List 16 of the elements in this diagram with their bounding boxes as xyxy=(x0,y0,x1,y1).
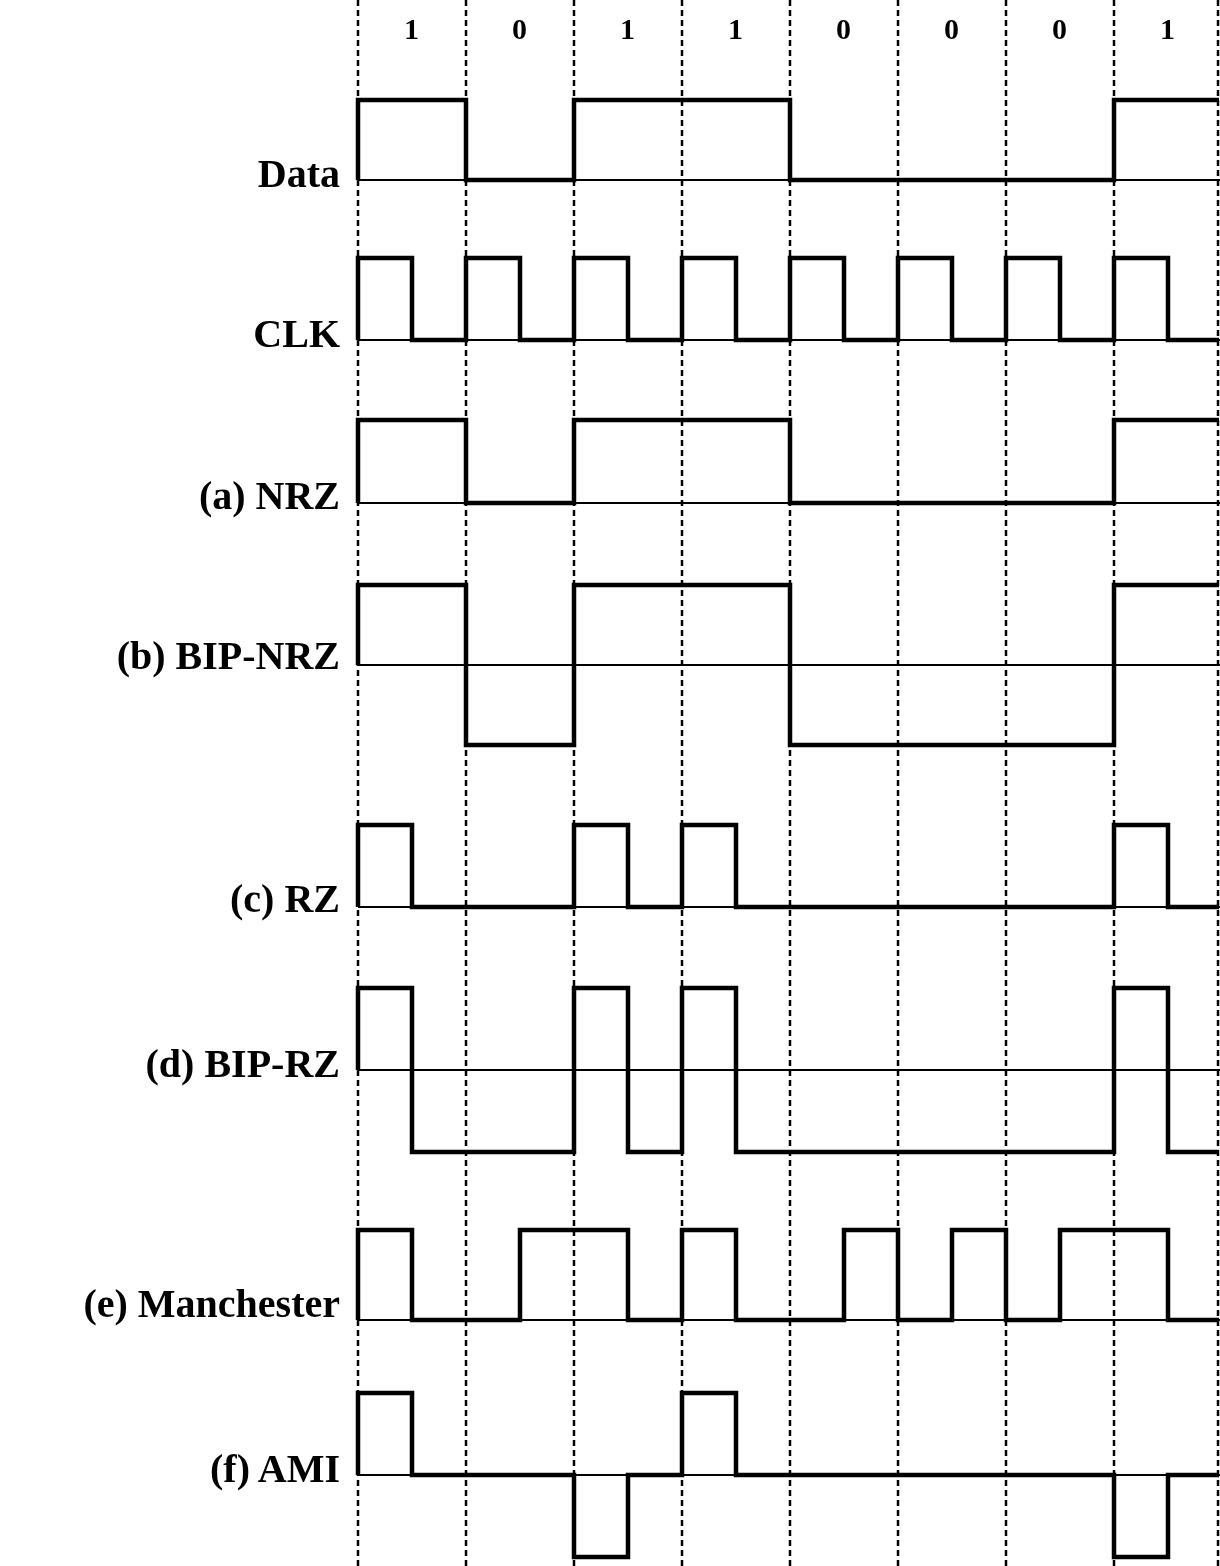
bit-value: 1 xyxy=(728,12,743,46)
signal-label: Data xyxy=(257,150,340,197)
signal-label: (a) NRZ xyxy=(198,472,340,519)
signal-label: (b) BIP-NRZ xyxy=(116,632,340,679)
bit-value: 1 xyxy=(404,12,419,46)
bit-value: 0 xyxy=(512,12,527,46)
signal-label: (c) RZ xyxy=(230,875,340,922)
bit-value: 1 xyxy=(620,12,635,46)
bit-value: 0 xyxy=(836,12,851,46)
bit-value: 1 xyxy=(1160,12,1175,46)
bit-value: 0 xyxy=(1052,12,1067,46)
signal-label: (e) Manchester xyxy=(83,1280,340,1327)
signal-label: (f) AMI xyxy=(210,1445,340,1492)
signal-label: (d) BIP-RZ xyxy=(145,1040,340,1087)
bit-value: 0 xyxy=(944,12,959,46)
signal-label: CLK xyxy=(253,310,340,357)
